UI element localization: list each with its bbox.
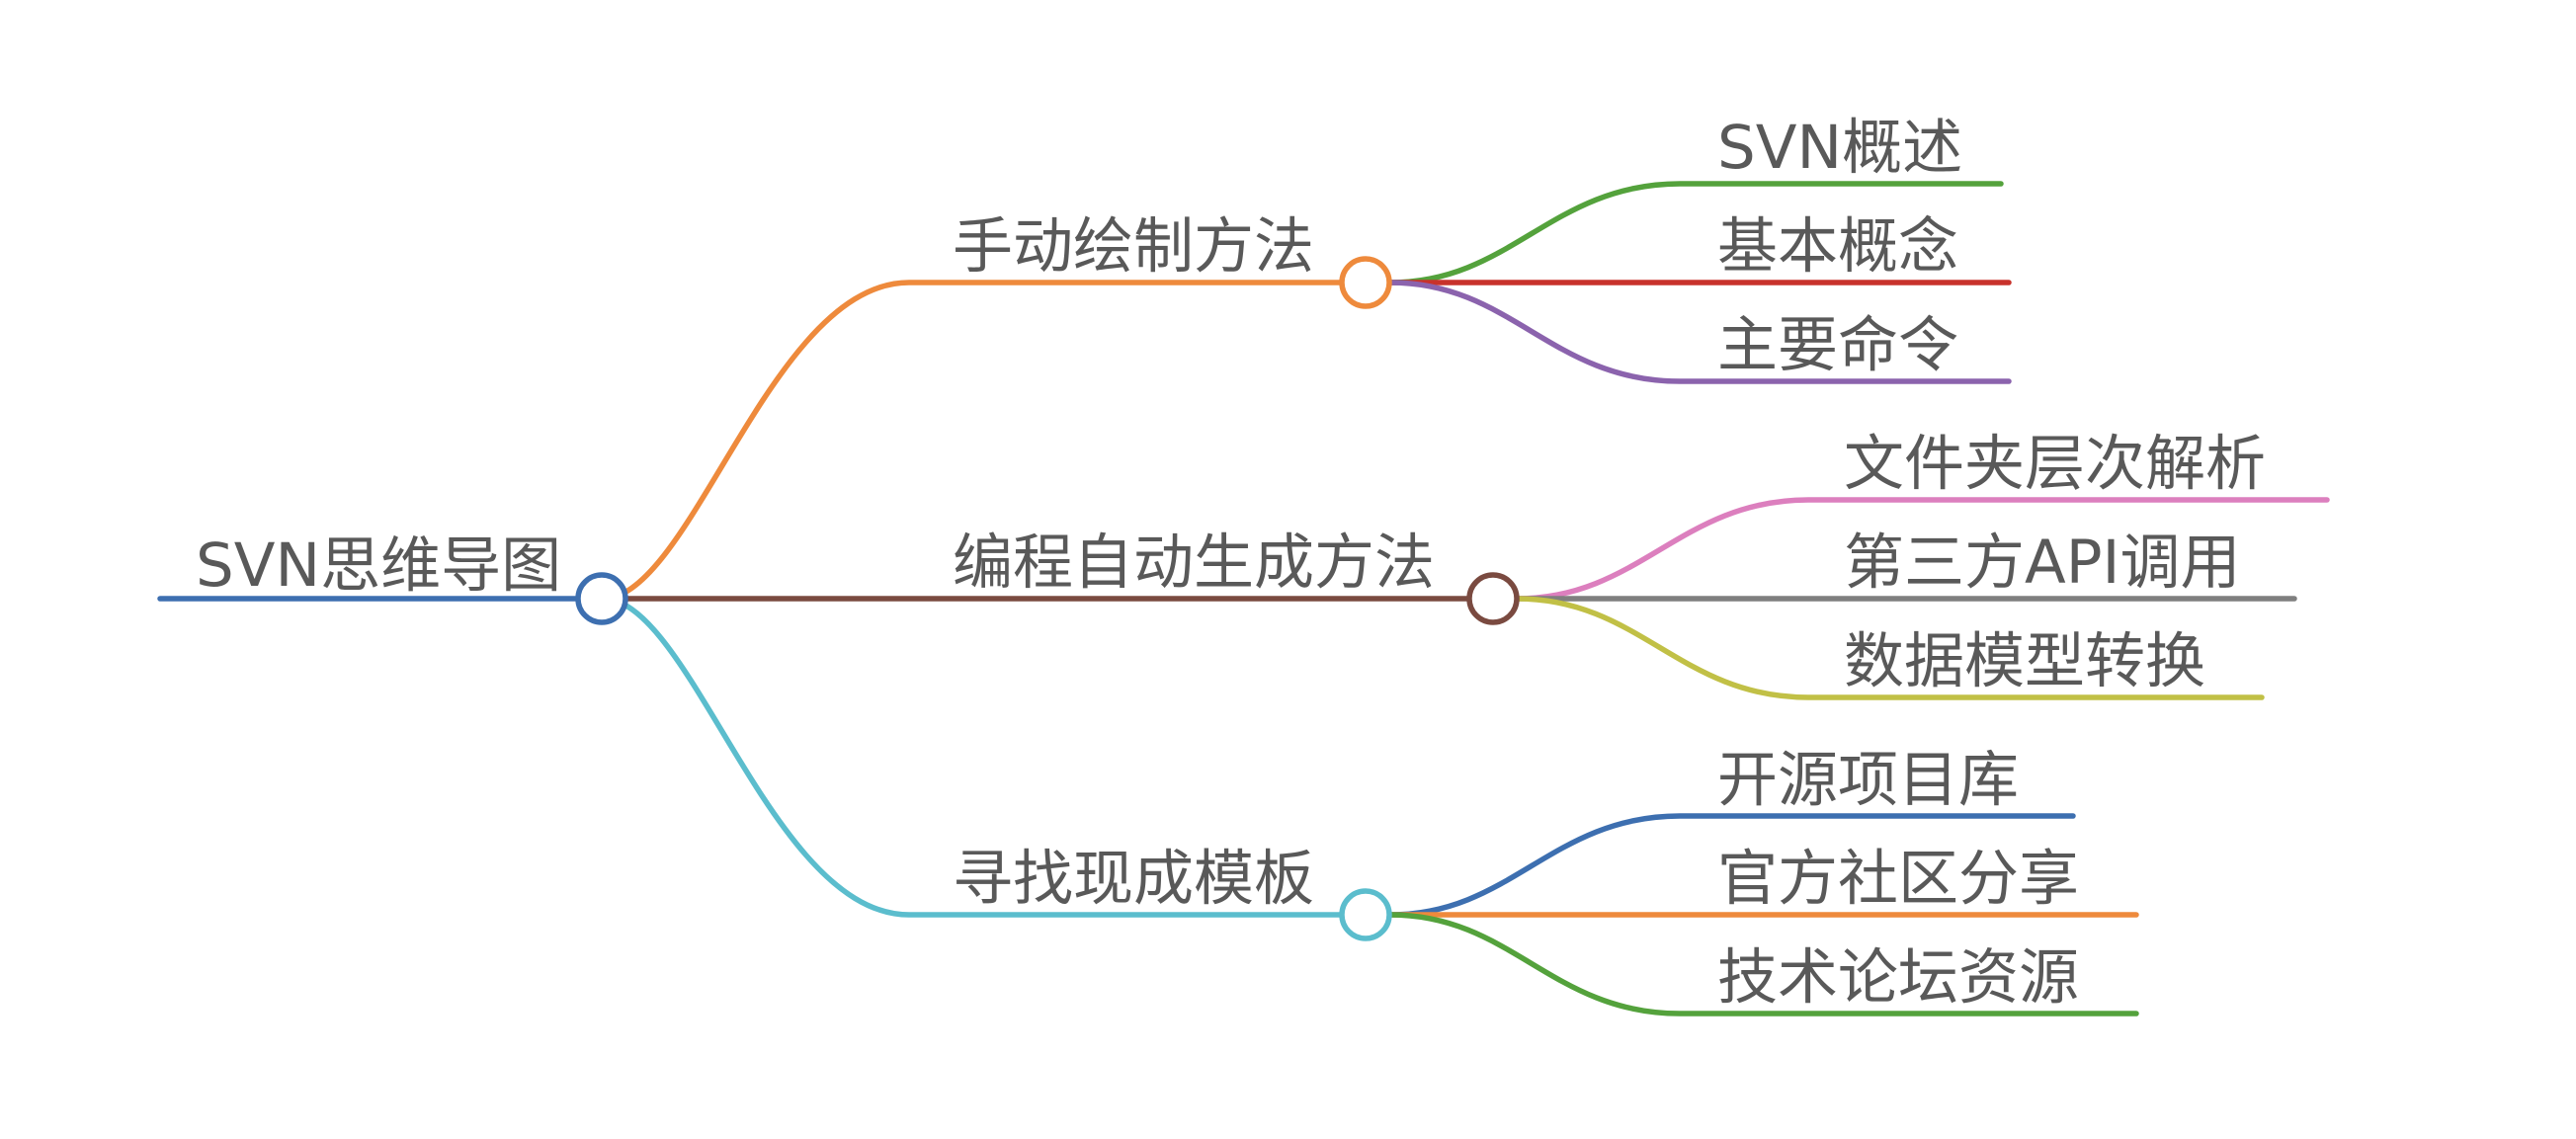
- branch-node-circle-0[interactable]: [1339, 256, 1392, 309]
- branch-connector-2: [600, 596, 1345, 918]
- leaf-label-1-1[interactable]: 第三方API调用: [1844, 528, 2241, 598]
- leaf-label-2-0[interactable]: 开源项目库: [1717, 745, 2019, 815]
- branch-label-2[interactable]: 寻找现成模板: [953, 844, 1314, 914]
- branch-label-1[interactable]: 编程自动生成方法: [953, 528, 1435, 598]
- leaf-connector-1-2: [1514, 596, 2265, 700]
- leaf-connector-0-0: [1387, 181, 2004, 285]
- leaf-connector-0-2: [1387, 280, 2012, 384]
- branch-connector-0: [600, 280, 1345, 602]
- leaf-label-0-2[interactable]: 主要命令: [1717, 310, 1958, 380]
- leaf-label-2-2[interactable]: 技术论坛资源: [1717, 942, 2079, 1013]
- leaf-label-2-1[interactable]: 官方社区分享: [1717, 844, 2079, 914]
- branch-node-circle-2[interactable]: [1339, 888, 1392, 941]
- leaf-connector-2-0: [1387, 813, 2076, 918]
- leaf-label-1-2[interactable]: 数据模型转换: [1844, 626, 2205, 696]
- leaf-connector-1-0: [1514, 497, 2330, 602]
- branch-node-circle-1[interactable]: [1466, 572, 1520, 625]
- leaf-connector-2-2: [1387, 912, 2139, 1017]
- root-node-group[interactable]: SVN思维导图: [157, 530, 578, 602]
- root-label: SVN思维导图: [196, 530, 561, 601]
- leaf-label-0-0[interactable]: SVN概述: [1717, 113, 1962, 183]
- leaf-label-0-1[interactable]: 基本概念: [1717, 211, 1958, 282]
- leaf-label-1-0[interactable]: 文件夹层次解析: [1844, 429, 2266, 499]
- branch-label-0[interactable]: 手动绘制方法: [953, 211, 1314, 282]
- root-node-circle[interactable]: [575, 572, 628, 625]
